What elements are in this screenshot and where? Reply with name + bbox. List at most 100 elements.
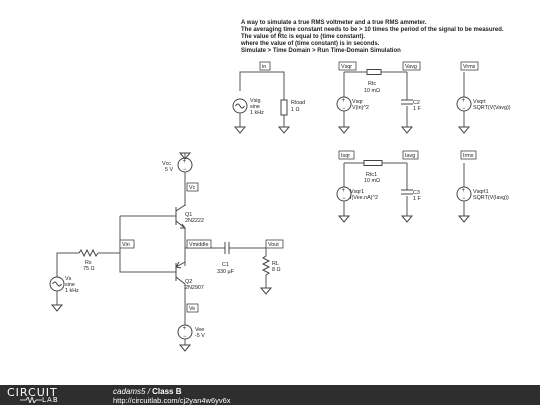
circuit-url-link[interactable]: http://circuitlab.com/cj2yan4w6yv6x bbox=[113, 396, 231, 405]
vcc-name: Vcc bbox=[162, 161, 171, 167]
vsqr1-name: Vsqr1 bbox=[350, 189, 364, 195]
net-label-in-text: in bbox=[262, 64, 266, 70]
circuit-name: Class B bbox=[152, 387, 182, 396]
net-label-vout-text: Vout bbox=[268, 242, 279, 248]
rtc1-value: 10 mΩ bbox=[364, 178, 380, 184]
logo-lab-text: LAB bbox=[42, 396, 59, 404]
title-separator: / bbox=[145, 387, 153, 396]
sense-source-group: Vsig sine 1 kHz Rload 1 Ω in bbox=[232, 61, 305, 134]
note-line: Simulate > Time Domain > Run Time-Domain… bbox=[241, 48, 401, 54]
net-label-isqr[interactable] bbox=[338, 150, 355, 160]
ground-symbol bbox=[457, 215, 471, 223]
rl-resistor[interactable] bbox=[261, 255, 271, 276]
c3-value: 1 F bbox=[413, 196, 421, 202]
net-label-vmiddle[interactable] bbox=[186, 239, 212, 249]
logo-circuit-text: CIRCUIT bbox=[7, 386, 58, 399]
vcc-value: 5 V bbox=[165, 167, 173, 173]
vsqrt-source[interactable] bbox=[456, 96, 472, 112]
vsqr1-source[interactable] bbox=[336, 186, 352, 202]
vs-freq: 1 kHz bbox=[65, 288, 79, 294]
ground-symbol bbox=[233, 126, 247, 134]
note-line: The averaging time constant needs to be … bbox=[241, 27, 504, 33]
ground-symbol bbox=[259, 287, 273, 295]
svg-text:−: − bbox=[462, 106, 466, 112]
vsqrt1-value: SQRT(V(Iavg)) bbox=[473, 195, 509, 201]
current-rms-group: + − + − Isqr Iavg Irms Rtc1 10 mΩ Vsqr1 … bbox=[336, 150, 509, 223]
net-label-vsqr[interactable] bbox=[338, 61, 357, 71]
vsqrt-name: Vsqrt bbox=[473, 99, 486, 105]
rtc1-resistor[interactable] bbox=[363, 160, 383, 166]
vee-name: Vee bbox=[195, 327, 204, 333]
vsqrt1-name: Vsqrt1 bbox=[473, 189, 489, 195]
net-label-irms[interactable] bbox=[460, 150, 477, 160]
vsqr-value: V(in)^2 bbox=[352, 105, 369, 111]
svg-text:+: + bbox=[342, 98, 346, 104]
rtc-resistor[interactable] bbox=[366, 69, 382, 75]
ground-symbol bbox=[400, 215, 414, 223]
net-label-isqr-text: Isqr bbox=[341, 153, 350, 159]
rload-name: Rload bbox=[291, 100, 305, 106]
vsqr-name: Vsqr bbox=[352, 99, 363, 105]
svg-text:−: − bbox=[342, 106, 346, 112]
svg-text:−: − bbox=[183, 334, 187, 340]
author-link[interactable]: cadams5 bbox=[113, 387, 146, 396]
net-label-vrms[interactable] bbox=[460, 61, 479, 71]
ground-symbol bbox=[337, 215, 351, 223]
net-label-irms-text: Irms bbox=[463, 153, 474, 159]
vsig-type: sine bbox=[250, 104, 260, 110]
net-label-vc[interactable] bbox=[186, 182, 199, 192]
note-line: where the value of (time constant) is in… bbox=[240, 41, 380, 47]
vsqrt1-source[interactable] bbox=[456, 186, 472, 202]
note-line: A way to simulate a true RMS voltmeter a… bbox=[241, 20, 427, 26]
class-b-amplifier-group: + − Vcc 5 V Vc Q1 2N2222 Vmiddle Q2 2N29… bbox=[49, 152, 284, 352]
c1-capacitor[interactable] bbox=[224, 242, 230, 254]
svg-text:+: + bbox=[462, 98, 466, 104]
net-label-ve[interactable] bbox=[186, 303, 199, 313]
ground-symbol bbox=[277, 126, 291, 134]
footer-bar: CIRCUIT LAB cadams5 / Class B http://cir… bbox=[0, 385, 540, 405]
vsig-source[interactable] bbox=[232, 98, 248, 114]
vsig-name: Vsig bbox=[250, 98, 261, 104]
net-label-vrms-text: Vrms bbox=[463, 64, 476, 70]
svg-text:−: − bbox=[183, 167, 187, 173]
net-label-vmiddle-text: Vmiddle bbox=[189, 242, 208, 248]
vsqr1-value: I(Vee.nA)^2 bbox=[350, 195, 378, 201]
ground-symbol bbox=[400, 126, 414, 134]
net-label-vavg-text: Vavg bbox=[405, 64, 417, 70]
net-label-vout[interactable] bbox=[265, 239, 284, 249]
c2-value: 1 F bbox=[413, 106, 421, 112]
svg-text:−: − bbox=[342, 196, 346, 202]
net-label-vin[interactable] bbox=[119, 239, 135, 249]
svg-text:+: + bbox=[183, 159, 187, 165]
c3-name: C3 bbox=[413, 190, 420, 196]
q1-value: 2N2222 bbox=[185, 218, 204, 224]
rload-resistor[interactable] bbox=[280, 99, 288, 116]
rs-resistor[interactable] bbox=[78, 248, 99, 258]
vee-value: -5 V bbox=[195, 333, 205, 339]
ground-symbol bbox=[50, 304, 64, 312]
net-label-vavg[interactable] bbox=[402, 61, 421, 71]
net-label-vsqr-text: Vsqr bbox=[341, 64, 352, 70]
svg-text:+: + bbox=[183, 326, 187, 332]
q1-name: Q1 bbox=[185, 212, 192, 218]
net-label-ve-text: Ve bbox=[189, 306, 195, 312]
q2-value: 2N2907 bbox=[185, 285, 204, 291]
voltage-rms-group: + − + − Vsqr Vavg Vrms Rtc 10 mΩ Vsqr V(… bbox=[336, 61, 511, 134]
net-label-iavg-text: Iavg bbox=[405, 153, 415, 159]
rs-value: 75 Ω bbox=[83, 266, 95, 272]
vs-type: sine bbox=[65, 282, 75, 288]
vsqr-source[interactable] bbox=[336, 96, 352, 112]
rs-name: Rs bbox=[85, 260, 92, 266]
ground-symbol bbox=[178, 344, 192, 352]
c3-capacitor[interactable] bbox=[401, 189, 413, 195]
svg-text:+: + bbox=[342, 188, 346, 194]
notes-block: A way to simulate a true RMS voltmeter a… bbox=[240, 20, 504, 54]
rl-value: 8 Ω bbox=[272, 267, 281, 273]
rl-name: RL bbox=[272, 261, 279, 267]
net-label-vin-text: Vin bbox=[122, 242, 130, 248]
c2-capacitor[interactable] bbox=[401, 99, 413, 105]
net-label-iavg[interactable] bbox=[402, 150, 419, 160]
ground-symbol bbox=[337, 126, 351, 134]
svg-text:+: + bbox=[462, 188, 466, 194]
net-label-in[interactable] bbox=[259, 61, 271, 71]
